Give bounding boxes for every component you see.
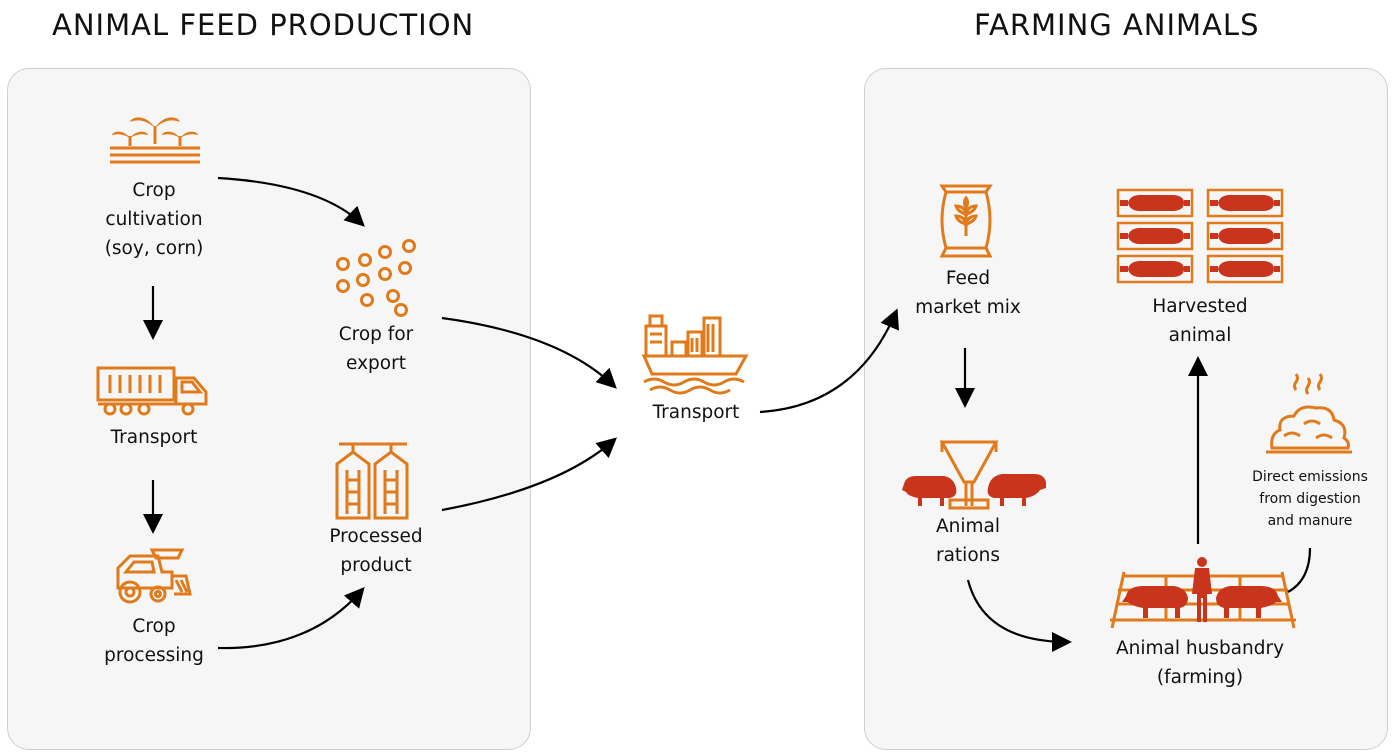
arrow-cultivation-to-export bbox=[217, 176, 365, 227]
arrow-export-to-ship bbox=[441, 316, 617, 389]
pig-pen-farmer-icon bbox=[1110, 557, 1296, 629]
container-truck-icon bbox=[96, 366, 208, 416]
combine-harvester-icon bbox=[116, 548, 192, 604]
feed-sack-icon bbox=[939, 184, 993, 258]
label-direct-emissions: Direct emissions from digestion and manu… bbox=[1252, 469, 1368, 529]
label-crop-processing: Crop processing bbox=[104, 616, 204, 666]
feed-production-panel bbox=[7, 68, 531, 750]
sprouting-field-icon bbox=[110, 117, 200, 164]
label-transport-truck: Transport bbox=[110, 427, 198, 448]
label-transport-ship: Transport bbox=[652, 402, 740, 423]
packed-meat-icon bbox=[1116, 188, 1284, 284]
arrow-product-to-ship bbox=[441, 437, 617, 512]
grain-pellets-icon bbox=[336, 239, 416, 317]
pig-feeder-icon bbox=[902, 440, 1046, 510]
label-harvested-animal: Harvested animal bbox=[1152, 296, 1248, 346]
label-crop-cultivation: Crop cultivation (soy, corn) bbox=[104, 180, 204, 259]
arrow-processing-to-product bbox=[217, 586, 365, 650]
label-crop-for-export: Crop for export bbox=[338, 324, 414, 374]
section-title-farming-animals: FARMING ANIMALS bbox=[974, 8, 1260, 42]
section-title-feed-production: ANIMAL FEED PRODUCTION bbox=[52, 8, 475, 42]
grain-silo-icon bbox=[335, 442, 409, 520]
label-animal-husbandry: Animal husbandry (farming) bbox=[1115, 638, 1285, 688]
label-feed-market-mix: Feed market mix bbox=[915, 268, 1021, 318]
label-processed-product: Processed product bbox=[329, 526, 423, 576]
line-husbandry-to-emissions bbox=[1287, 547, 1312, 593]
arrow-ship-to-feed bbox=[759, 308, 899, 414]
arrow-rations-to-husbandry bbox=[966, 579, 1072, 652]
cargo-ship-icon bbox=[641, 314, 749, 395]
manure-emission-icon bbox=[1266, 373, 1352, 454]
label-animal-rations: Animal rations bbox=[935, 516, 1001, 566]
